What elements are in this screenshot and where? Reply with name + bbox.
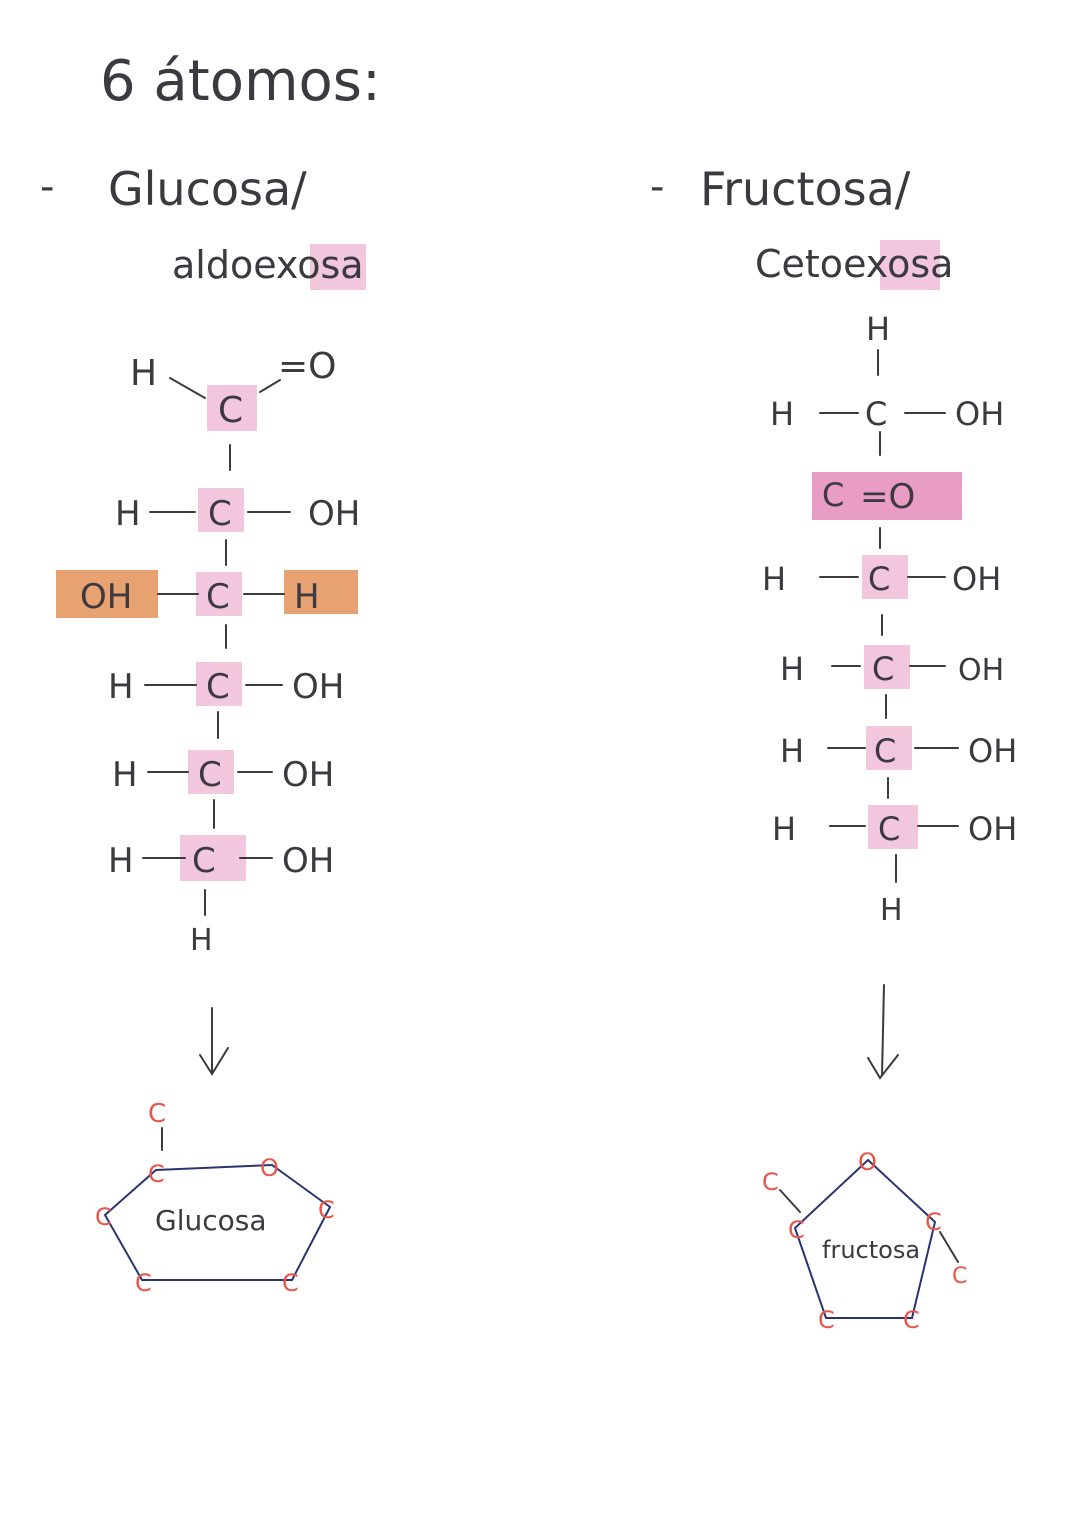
- fructose-row3-right: OH: [952, 560, 1001, 598]
- glucose-top-o: =O: [278, 346, 337, 387]
- fructose-carbonyl-highlight: [812, 472, 962, 520]
- fructose-ring-substituent-bond-left: [779, 1189, 801, 1213]
- glucose-bond-o: [259, 379, 281, 393]
- fructose-row6-left: H: [772, 810, 796, 848]
- fructose-ring-atom-3: C: [903, 1306, 920, 1334]
- fructose-name: Fructosa/: [700, 162, 911, 216]
- glucose-ring-atom-4: C: [282, 1269, 299, 1297]
- fructose-ring-atom-4: C: [818, 1306, 835, 1334]
- fructose-row6-c: C: [878, 810, 900, 848]
- glucose-ring-atom-5: C: [135, 1269, 152, 1297]
- fructose-ring-substituent-right: C: [952, 1264, 967, 1289]
- glucose-ring-label: Glucosa: [155, 1204, 267, 1237]
- fructose-bottom-h: H: [880, 893, 903, 928]
- glucose-row1-right: OH: [308, 494, 360, 534]
- arrow-down-icon: [199, 1007, 229, 1076]
- glucose-ring: [103, 1163, 332, 1281]
- fructose-section: - Fructosa/ Cetoexosa H H C OH C =O H C …: [650, 162, 1017, 1334]
- glucose-row2-c: C: [206, 577, 230, 617]
- glucose-exosa-highlight: [310, 244, 366, 290]
- glucose-dash: -: [40, 164, 54, 210]
- page-heading: 6 átomos:: [100, 49, 381, 114]
- glucose-row5-c: C: [192, 841, 216, 881]
- glucose-type: aldoexosa: [172, 243, 364, 287]
- glucose-row2-oh-highlight: [56, 570, 158, 618]
- fructose-row5-c: C: [874, 732, 896, 770]
- glucose-row3-c-highlight: [196, 662, 242, 706]
- fructose-row4-left: H: [780, 650, 804, 688]
- fructose-row6-right: OH: [968, 810, 1017, 848]
- glucose-row1-c-highlight: [198, 488, 244, 532]
- glucose-name: Glucosa/: [108, 162, 307, 216]
- glucose-row3-right: OH: [292, 667, 344, 707]
- glucose-row2-c-highlight: [196, 572, 242, 616]
- glucose-row3-left: H: [108, 667, 134, 707]
- glucose-section: - Glucosa/ aldoexosa H C =O H C OH OH C …: [40, 162, 366, 1297]
- glucose-row2-h-highlight: [284, 570, 358, 614]
- glucose-bond-h: [169, 377, 206, 399]
- glucose-row4-left: H: [112, 755, 138, 795]
- fructose-row5-right: OH: [968, 732, 1017, 770]
- fructose-top-h: H: [866, 310, 890, 348]
- fructose-dash: -: [650, 164, 664, 210]
- glucose-ring-substituent: C: [148, 1099, 166, 1129]
- fructose-row4-c-highlight: [864, 645, 910, 689]
- glucose-row2-left: OH: [80, 577, 132, 617]
- fructose-ring-substituent-bond-right: [939, 1231, 959, 1263]
- fructose-row1-c: C: [865, 395, 887, 433]
- fructose-ring-atom-2: C: [925, 1208, 942, 1236]
- glucose-row1-left: H: [115, 494, 141, 534]
- fructose-row1-left: H: [770, 395, 794, 433]
- glucose-top-h: H: [130, 353, 157, 394]
- fructose-row5-left: H: [780, 732, 804, 770]
- fructose-ring-atom-1: O: [858, 1148, 877, 1176]
- glucose-row5-left: H: [108, 841, 134, 881]
- glucose-row4-c: C: [198, 755, 222, 795]
- fructose-ring-label: fructosa: [822, 1236, 920, 1264]
- glucose-row2-right: H: [294, 577, 320, 617]
- glucose-c1-highlight: [207, 385, 257, 431]
- glucose-row5-right: OH: [282, 841, 334, 881]
- glucose-bottom-h: H: [190, 923, 213, 958]
- fructose-row6-c-highlight: [868, 805, 918, 849]
- glucose-row5-c-highlight: [180, 835, 246, 881]
- fructose-ring-atom-5: C: [788, 1216, 805, 1244]
- glucose-row4-c-highlight: [188, 750, 234, 794]
- fructose-type: Cetoexosa: [755, 242, 953, 286]
- glucose-ring-atom-6: C: [95, 1203, 112, 1231]
- fructose-row2-c: C: [822, 476, 844, 514]
- glucose-ring-atom-2: O: [260, 1154, 279, 1182]
- glucose-top-c: C: [218, 390, 243, 431]
- fructose-row2-right: =O: [860, 477, 915, 517]
- fructose-row3-c-highlight: [862, 555, 908, 599]
- fructose-row5-c-highlight: [866, 726, 912, 770]
- glucose-row3-c: C: [206, 667, 230, 707]
- glucose-ring-atom-1: C: [148, 1160, 165, 1188]
- fructose-row4-c: C: [872, 650, 894, 688]
- fructose-row4-right: OH: [958, 653, 1004, 688]
- fructose-ring-substituent-left: C: [762, 1168, 779, 1196]
- fructose-row3-left: H: [762, 560, 786, 598]
- fructose-row1-right: OH: [955, 395, 1004, 433]
- glucose-ring-atom-3: C: [318, 1196, 335, 1224]
- fructose-ring: [793, 1158, 937, 1319]
- glucose-row1-c: C: [208, 494, 232, 534]
- arrow-down-icon: [867, 984, 899, 1080]
- glucose-row4-right: OH: [282, 755, 334, 795]
- fructose-exosa-highlight: [880, 240, 940, 290]
- fructose-row3-c: C: [868, 560, 890, 598]
